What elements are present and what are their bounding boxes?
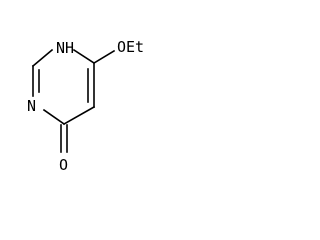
bond-c5-c4	[62, 105, 96, 126]
bond-c6-oet	[92, 49, 116, 65]
atom-n1-label: N	[56, 39, 65, 57]
atom-o-carbonyl-label: O	[59, 156, 68, 174]
bond-c2-n1	[31, 48, 54, 68]
atom-h1-label: H	[65, 39, 74, 57]
substituent-label: OEt	[117, 38, 144, 56]
pyrimidinone-structure: N H N O OEt	[27, 38, 144, 174]
atom-n3-label: N	[27, 97, 36, 115]
bond-c4-n3	[42, 108, 66, 126]
bond-n1-c6	[72, 48, 96, 65]
